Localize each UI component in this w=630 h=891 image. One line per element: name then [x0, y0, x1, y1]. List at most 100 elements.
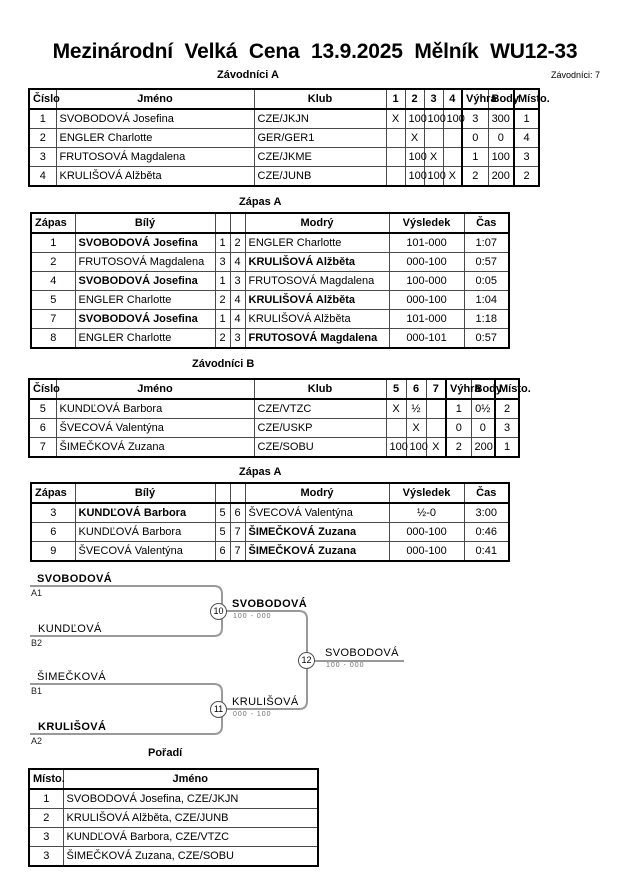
cell-zapas: 7 [30, 309, 76, 329]
cell-jmeno: KUNDĽOVÁ Barbora, CZE/VTZC [62, 827, 319, 847]
cell-cislo: 5 [28, 398, 57, 419]
cell-num-modry: 7 [229, 541, 246, 562]
col-header-modry: Modrý [244, 212, 390, 234]
bracket-slot-name: KUNDĽOVÁ [38, 623, 102, 635]
cell-zapas: 9 [30, 541, 76, 562]
cell-bily: SVOBODOVÁ Josefina [74, 309, 216, 329]
col-header-jmeno: Jméno [55, 88, 255, 110]
cell-jmeno: KRULIŠOVÁ Alžběta [55, 166, 255, 187]
cell-misto: 3 [494, 418, 520, 438]
cell-cislo: 4 [28, 166, 57, 187]
cell-klub: CZE/JKJN [253, 108, 387, 129]
col-header-body: Body [487, 88, 519, 110]
table-row: 2 FRUTOSOVÁ Magdalena 3 4 KRULIŠOVÁ Alžb… [30, 252, 510, 272]
col-header-klub: Klub [253, 88, 387, 110]
cell-num-bily: 5 [214, 522, 231, 542]
cell-vysledek: 000-101 [388, 328, 465, 349]
cell-jmeno: KUNDĽOVÁ Barbora [55, 398, 255, 419]
bracket-slot-seed: B2 [31, 638, 43, 648]
cell-cas: 0:57 [463, 328, 510, 349]
bracket-slot-seed: B1 [31, 686, 43, 696]
col-header-zapas: Zápas [30, 482, 76, 504]
table-row: 6 ŠVECOVÁ Valentýna CZE/USKP X 0 0 3 [28, 418, 520, 438]
bracket-winner-name: KRULIŠOVÁ [232, 696, 299, 708]
cell-vs: X [385, 108, 406, 129]
col-header-cas: Čas [463, 482, 510, 504]
cell-vysledek: 100-000 [388, 271, 465, 291]
cell-modry: KRULIŠOVÁ Alžběta [244, 252, 390, 272]
cell-cas: 1:04 [463, 290, 510, 310]
table-row: 1 SVOBODOVÁ Josefina CZE/JKJN X 100 100 … [28, 108, 540, 129]
table-row: 3 KUNDĽOVÁ Barbora 5 6 ŠVECOVÁ Valentýna… [30, 502, 510, 523]
cell-modry: KRULIŠOVÁ Alžběta [244, 290, 390, 310]
group-a-header-row: Číslo Jméno Klub 1 2 3 4 Výhra Body Míst… [28, 88, 550, 110]
table-row: 6 KUNDĽOVÁ Barbora 5 7 ŠIMEČKOVÁ Zuzana … [30, 522, 510, 542]
cell-vs: 100 [385, 437, 408, 458]
cell-cislo: 7 [28, 437, 57, 458]
col-header-jmeno: Jméno [55, 378, 255, 400]
cell-vysledek: ½-0 [388, 502, 465, 523]
cell-vyhra: 2 [445, 437, 472, 458]
cell-body: 0 [470, 418, 496, 438]
cell-vysledek: 000-100 [388, 522, 465, 542]
cell-body: 100 [487, 147, 515, 167]
cell-zapas: 3 [30, 502, 76, 523]
cell-vs [442, 128, 463, 148]
cell-klub: CZE/JUNB [253, 166, 387, 187]
col-header-spacer [214, 482, 231, 504]
cell-num-bily: 2 [214, 290, 231, 310]
cell-vysledek: 101-000 [388, 309, 465, 329]
cell-misto: 2 [28, 808, 64, 828]
cell-bily: KUNDĽOVÁ Barbora [74, 502, 216, 523]
cell-num-bily: 1 [214, 232, 231, 253]
col-header-spacer [214, 212, 231, 234]
cell-vs [385, 166, 406, 187]
group-b-table: Číslo Jméno Klub 5 6 7 Výhra Body Místo.… [28, 378, 531, 458]
cell-cas: 0:41 [463, 541, 510, 562]
cell-klub: CZE/SOBU [253, 437, 387, 458]
cell-vs: X [405, 418, 427, 438]
bracket-lines [30, 585, 404, 735]
cell-misto: 1 [494, 437, 520, 458]
col-header-body: Body [470, 378, 502, 400]
cell-vs [385, 147, 406, 167]
table-row: 4 KRULIŠOVÁ Alžběta CZE/JUNB 100 100 X 2… [28, 166, 540, 187]
cell-cislo: 1 [28, 108, 57, 129]
col-header-3: 3 [423, 88, 444, 110]
cell-vs: 100 [423, 166, 446, 187]
section-title-matches-a: Zápas A [239, 196, 282, 208]
cell-misto: 2 [494, 398, 520, 419]
col-header-cislo: Číslo [28, 88, 60, 110]
cell-jmeno: ENGLER Charlotte [55, 128, 255, 148]
cell-vyhra: 0 [461, 128, 489, 148]
cell-modry: FRUTOSOVÁ Magdalena [244, 328, 390, 349]
cell-num-bily: 1 [214, 309, 231, 329]
cell-jmeno: ŠIMEČKOVÁ Zuzana, CZE/SOBU [62, 846, 319, 867]
group-a-table: Číslo Jméno Klub 1 2 3 4 Výhra Body Míst… [28, 88, 550, 187]
section-title-ranking: Pořadí [148, 747, 183, 759]
cell-vyhra: 1 [445, 398, 472, 419]
bracket-match-score: 100 - 000 [233, 613, 272, 620]
col-header-vyhra: Výhra [461, 88, 497, 110]
cell-modry: ŠIMEČKOVÁ Zuzana [244, 541, 390, 562]
table-row: 4 SVOBODOVÁ Josefina 1 3 FRUTOSOVÁ Magda… [30, 271, 510, 291]
cell-vs [442, 147, 463, 167]
cell-misto: 3 [28, 827, 64, 847]
section-title-matches-b: Zápas A [239, 466, 282, 478]
cell-vyhra: 3 [461, 108, 489, 129]
cell-num-bily: 1 [214, 271, 231, 291]
cell-cas: 1:07 [463, 232, 510, 253]
table-row: 7 SVOBODOVÁ Josefina 1 4 KRULIŠOVÁ Alžbě… [30, 309, 510, 329]
cell-modry: ENGLER Charlotte [244, 232, 390, 253]
cell-vysledek: 000-100 [388, 541, 465, 562]
cell-misto: 3 [513, 147, 540, 167]
group-b-header-row: Číslo Jméno Klub 5 6 7 Výhra Body Místo. [28, 378, 531, 400]
cell-modry: KRULIŠOVÁ Alžběta [244, 309, 390, 329]
col-header-cislo: Číslo [28, 378, 60, 400]
bracket-slot-name: KRULIŠOVÁ [38, 721, 107, 733]
cell-bily: ENGLER Charlotte [74, 328, 216, 349]
match-number-badge: 10 [210, 603, 227, 620]
cell-bily: ŠVECOVÁ Valentýna [74, 541, 216, 562]
cell-jmeno: ŠIMEČKOVÁ Zuzana [55, 437, 255, 458]
